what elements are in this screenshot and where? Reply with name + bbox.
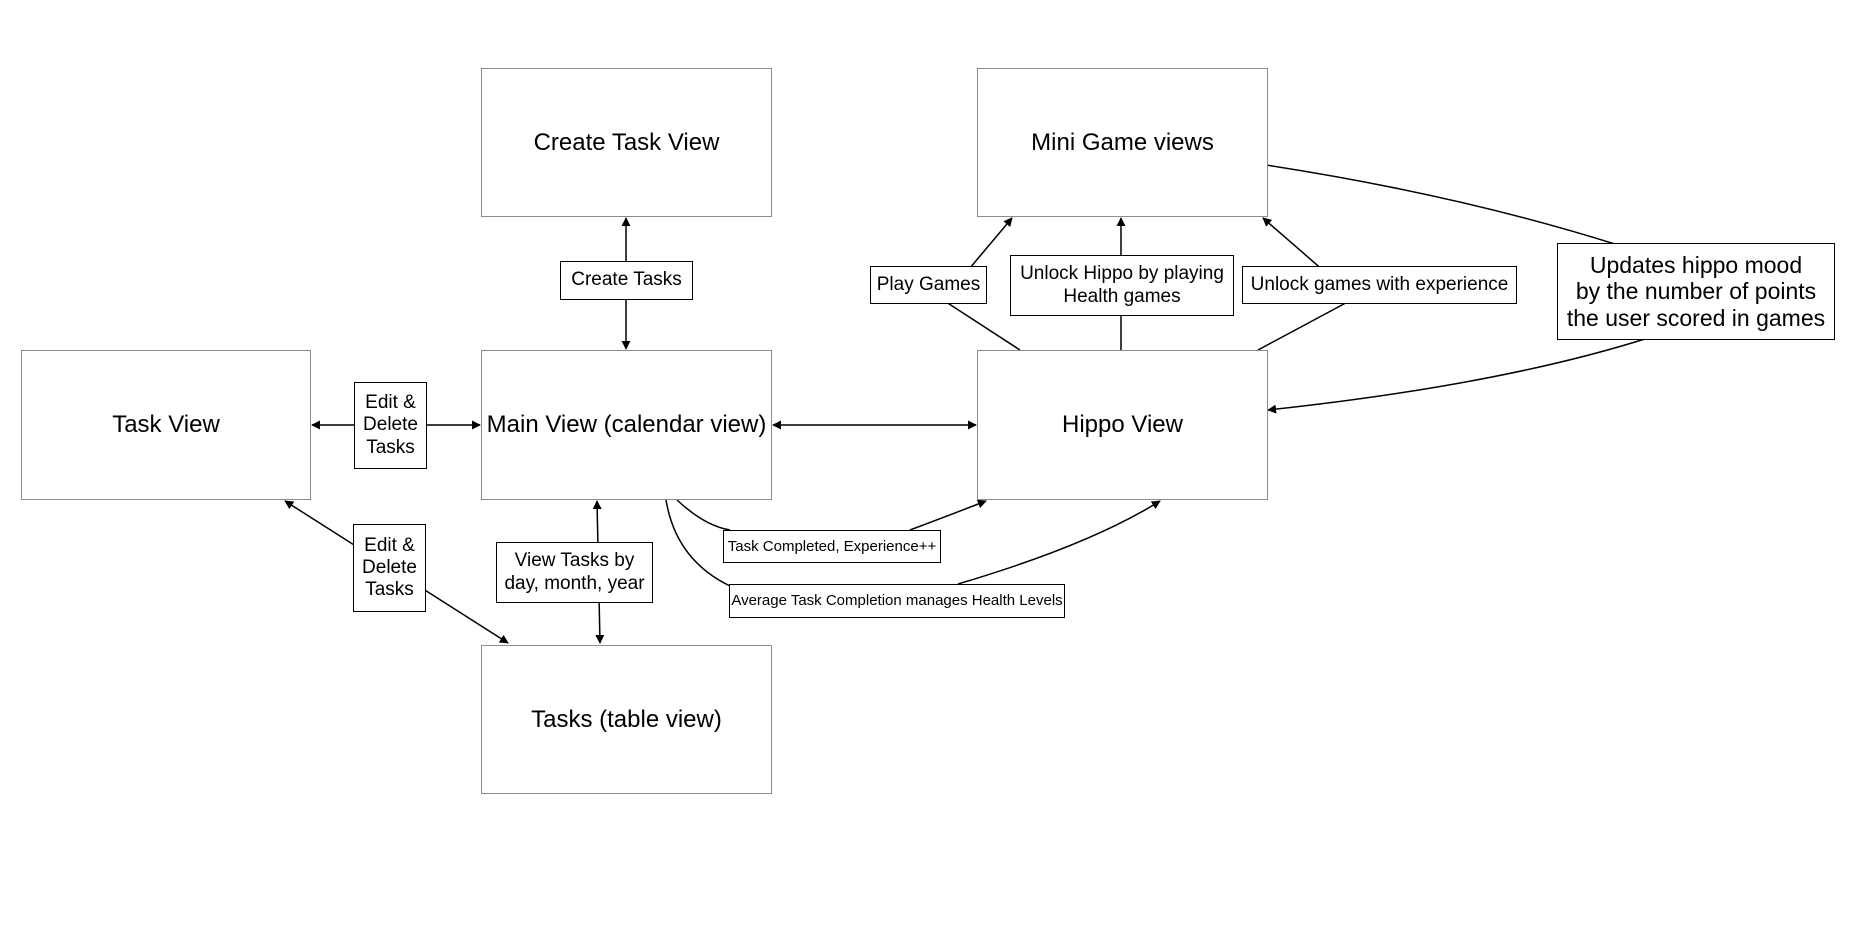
edge-updates-mood xyxy=(1266,164,1649,410)
average-task-completion-label: Average Task Completion manages Health L… xyxy=(729,584,1065,618)
edge-task-completed xyxy=(676,500,986,531)
task-completed-label: Task Completed, Experience++ xyxy=(723,530,941,563)
edit-delete-tasks-label-top: Edit & Delete Tasks xyxy=(354,382,427,469)
create-tasks-label: Create Tasks xyxy=(560,261,693,300)
mini-game-views-node: Mini Game views xyxy=(977,68,1268,217)
tasks-table-view-node: Tasks (table view) xyxy=(481,645,772,794)
hippo-view-node: Hippo View xyxy=(977,350,1268,500)
unlock-hippo-label: Unlock Hippo by playing Health games xyxy=(1010,255,1234,316)
main-view-node: Main View (calendar view) xyxy=(481,350,772,500)
task-view-node: Task View xyxy=(21,350,311,500)
create-task-view-node: Create Task View xyxy=(481,68,772,217)
play-games-label: Play Games xyxy=(870,266,987,304)
unlock-games-label: Unlock games with experience xyxy=(1242,266,1517,304)
view-tasks-by-label: View Tasks by day, month, year xyxy=(496,542,653,603)
edit-delete-tasks-label-bottom: Edit & Delete Tasks xyxy=(353,524,426,612)
updates-hippo-mood-label: Updates hippo mood by the number of poin… xyxy=(1557,243,1835,340)
edge-avg-completion xyxy=(665,500,1160,587)
